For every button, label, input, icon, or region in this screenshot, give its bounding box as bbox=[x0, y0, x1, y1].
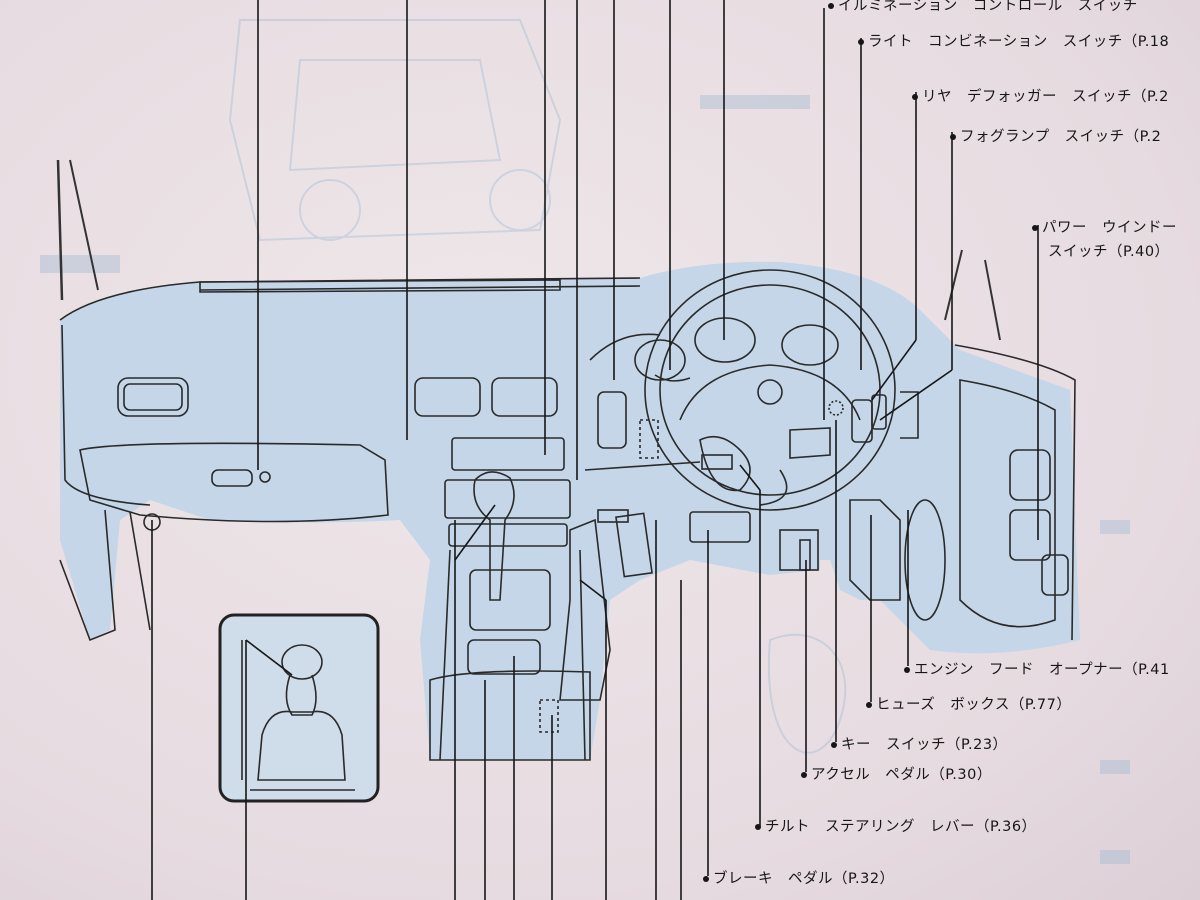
label-light-combination-switch: ライト コンビネーション スイッチ（P.18 bbox=[858, 30, 1169, 51]
label-power-window-switch-line2: スイッチ（P.40） bbox=[1048, 240, 1170, 261]
label-text: アクセル ペダル（P.30） bbox=[811, 767, 992, 783]
label-fog-lamp-switch: フォグランプ スイッチ（P.2 bbox=[950, 125, 1161, 146]
callout-dot bbox=[831, 742, 837, 748]
label-text: ブレーキ ペダル（P.32） bbox=[713, 871, 895, 887]
label-text: パワー ウインドー bbox=[1042, 220, 1177, 236]
label-text: リヤ デフォッガー スイッチ（P.2 bbox=[922, 89, 1169, 105]
callout-dot bbox=[912, 94, 918, 100]
label-text: イルミネーション コントロール スイッチ bbox=[838, 0, 1138, 14]
label-tilt-steering-lever: チルト ステアリング レバー（P.36） bbox=[755, 815, 1037, 836]
label-key-switch: キー スイッチ（P.23） bbox=[831, 733, 1008, 754]
callout-dot bbox=[828, 3, 834, 9]
label-text: スイッチ（P.40） bbox=[1048, 244, 1170, 260]
label-text: チルト ステアリング レバー（P.36） bbox=[765, 819, 1037, 835]
label-illumination-control-switch: イルミネーション コントロール スイッチ bbox=[828, 0, 1138, 15]
callout-dot bbox=[755, 824, 761, 830]
label-accelerator-pedal: アクセル ペダル（P.30） bbox=[801, 763, 992, 784]
shift-knob-inset bbox=[218, 613, 380, 803]
callout-dot bbox=[703, 876, 709, 882]
callout-dot bbox=[904, 667, 910, 673]
callout-dot bbox=[858, 39, 864, 45]
label-text: フォグランプ スイッチ（P.2 bbox=[960, 129, 1162, 145]
label-engine-hood-opener: エンジン フード オープナー（P.41 bbox=[904, 658, 1170, 679]
label-power-window-switch: パワー ウインドー bbox=[1032, 216, 1177, 237]
label-brake-pedal: ブレーキ ペダル（P.32） bbox=[703, 867, 895, 888]
label-text: ライト コンビネーション スイッチ（P.18 bbox=[868, 34, 1170, 50]
label-fuse-box: ヒューズ ボックス（P.77） bbox=[866, 693, 1071, 714]
callout-dot bbox=[950, 134, 956, 140]
label-text: ヒューズ ボックス（P.77） bbox=[876, 697, 1072, 713]
label-text: キー スイッチ（P.23） bbox=[841, 737, 1008, 753]
label-text: エンジン フード オープナー（P.41 bbox=[914, 662, 1170, 678]
label-rear-defogger-switch: リヤ デフォッガー スイッチ（P.2 bbox=[912, 85, 1169, 106]
leader-lines bbox=[151, 0, 1039, 900]
callout-dot bbox=[866, 702, 872, 708]
callout-dot bbox=[1032, 225, 1038, 231]
callout-dot bbox=[801, 772, 807, 778]
